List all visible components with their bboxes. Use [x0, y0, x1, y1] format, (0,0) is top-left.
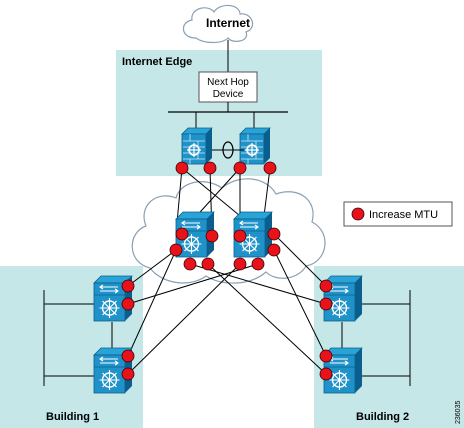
legend: Increase MTU — [343, 201, 453, 227]
mtu-marker-icon — [201, 257, 215, 271]
mtu-marker-icon — [267, 243, 281, 257]
mtu-marker-icon — [319, 279, 333, 293]
mtu-marker-icon — [233, 257, 247, 271]
building-1-label: Building 1 — [46, 411, 99, 423]
legend-label: Increase MTU — [369, 209, 438, 221]
mtu-marker-icon — [205, 229, 219, 243]
mtu-marker-icon — [263, 161, 277, 175]
mtu-marker-icon — [267, 227, 281, 241]
mtu-marker-icon — [121, 367, 135, 381]
firewall-icon — [239, 127, 271, 165]
mtu-marker-icon — [233, 161, 247, 175]
mtu-marker-icon — [203, 161, 217, 175]
firewall-icon — [181, 127, 213, 165]
link-core1-b2top — [189, 263, 327, 305]
link-core2-b1top — [127, 263, 259, 305]
link-core1-b1bot — [127, 249, 177, 357]
mtu-marker-icon — [233, 229, 247, 243]
mtu-marker-icon — [121, 349, 135, 363]
internet-edge-zone — [116, 50, 322, 176]
link-core1-b1top — [127, 249, 177, 287]
link-core2-b2top — [273, 233, 327, 287]
mtu-marker-icon — [351, 207, 365, 221]
building-2-lan — [360, 290, 411, 386]
firewall-right — [239, 127, 271, 165]
internet-label: Internet — [206, 16, 250, 30]
next-hop-line1: Next Hop — [207, 77, 249, 88]
next-hop-line2: Device — [213, 89, 244, 100]
link-core2-b1bot — [127, 263, 241, 375]
mtu-marker-icon — [319, 367, 333, 381]
internet-cloud: Internet — [182, 4, 254, 44]
core-cloud — [131, 178, 326, 284]
mtu-marker-icon — [121, 279, 135, 293]
mtu-marker-icon — [169, 243, 183, 257]
internet-edge-label: Internet Edge — [122, 56, 192, 68]
next-hop-device: Next Hop Device — [198, 71, 258, 103]
mtu-marker-icon — [319, 349, 333, 363]
mtu-marker-icon — [251, 257, 265, 271]
building-2-label: Building 2 — [356, 411, 409, 423]
mtu-marker-icon — [175, 227, 189, 241]
mtu-marker-icon — [183, 257, 197, 271]
mtu-markers — [121, 161, 333, 381]
building-1-lan — [43, 290, 96, 386]
firewall-left — [181, 127, 213, 165]
mtu-marker-icon — [175, 161, 189, 175]
mtu-marker-icon — [121, 297, 135, 311]
mtu-marker-icon — [319, 297, 333, 311]
link-core1-b2bot — [207, 263, 327, 375]
cloud-icon — [182, 4, 254, 44]
figure-id: 236035 — [455, 401, 462, 424]
link-core2-b2bot — [273, 249, 327, 357]
